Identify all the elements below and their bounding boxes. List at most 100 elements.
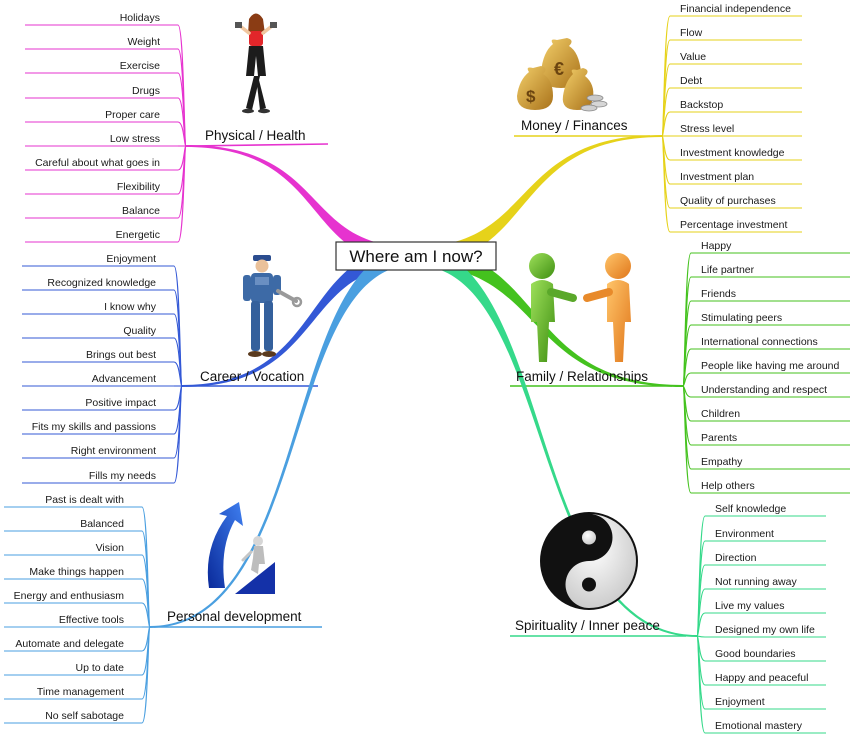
leaf-label[interactable]: Parents: [701, 432, 737, 444]
leaf-item[interactable]: Self knowledge: [696, 503, 826, 637]
leaf-item[interactable]: Positive impact: [22, 385, 183, 411]
leaf-label[interactable]: Proper care: [105, 109, 160, 121]
leaf-item[interactable]: Not running away: [696, 576, 826, 637]
leaf-label[interactable]: Right environment: [71, 445, 156, 457]
leaf-item[interactable]: Financial independence: [661, 3, 802, 137]
leaf-item[interactable]: Emotional mastery: [696, 635, 826, 734]
leaf-item[interactable]: Investment knowledge: [661, 135, 802, 161]
branch-label-spiritual[interactable]: Spirituality / Inner peace: [515, 618, 660, 633]
leaf-item[interactable]: Exercise: [25, 60, 187, 147]
leaf-item[interactable]: Low stress: [25, 133, 186, 147]
leaf-label[interactable]: Exercise: [120, 60, 160, 72]
leaf-label[interactable]: People like having me around: [701, 360, 840, 372]
leaf-label[interactable]: Children: [701, 408, 740, 420]
leaf-item[interactable]: Make things happen: [4, 566, 151, 628]
leaf-item[interactable]: Brings out best: [22, 349, 183, 387]
central-topic-box[interactable]: [335, 241, 497, 271]
leaf-item[interactable]: Energy and enthusiasm: [4, 590, 151, 628]
leaf-item[interactable]: Fits my skills and passions: [22, 385, 183, 435]
leaf-item[interactable]: Life partner: [682, 264, 850, 387]
leaf-label[interactable]: Energy and enthusiasm: [14, 590, 125, 602]
leaf-label[interactable]: Fits my skills and passions: [32, 421, 156, 433]
leaf-label[interactable]: Up to date: [76, 662, 125, 674]
leaf-label[interactable]: Flow: [680, 27, 703, 39]
leaf-label[interactable]: Automate and delegate: [15, 638, 124, 650]
branch-label-career[interactable]: Career / Vocation: [200, 369, 304, 384]
leaf-label[interactable]: Designed my own life: [715, 624, 815, 636]
leaf-item[interactable]: Energetic: [25, 145, 187, 243]
leaf-label[interactable]: I know why: [104, 301, 157, 313]
leaf-item[interactable]: Holidays: [25, 12, 187, 147]
leaf-item[interactable]: Proper care: [25, 109, 187, 147]
leaf-item[interactable]: Debt: [661, 75, 802, 137]
leaf-item[interactable]: No self sabotage: [4, 626, 151, 724]
leaf-label[interactable]: Enjoyment: [715, 696, 765, 708]
leaf-label[interactable]: Financial independence: [680, 3, 791, 15]
leaf-label[interactable]: Low stress: [110, 133, 160, 145]
leaf-label[interactable]: Balanced: [80, 518, 124, 530]
leaf-label[interactable]: Investment knowledge: [680, 147, 785, 159]
leaf-item[interactable]: Enjoyment: [22, 253, 183, 387]
leaf-label[interactable]: Live my values: [715, 600, 784, 612]
leaf-label[interactable]: Percentage investment: [680, 219, 787, 231]
leaf-item[interactable]: Weight: [25, 36, 187, 147]
leaf-label[interactable]: Not running away: [715, 576, 797, 588]
leaf-label[interactable]: Recognized knowledge: [47, 277, 156, 289]
leaf-label[interactable]: Fills my needs: [89, 470, 156, 482]
central-topic[interactable]: Where am I now?: [335, 241, 497, 271]
leaf-label[interactable]: Energetic: [116, 229, 160, 241]
leaf-label[interactable]: Life partner: [701, 264, 755, 276]
leaf-item[interactable]: Backstop: [661, 99, 802, 137]
leaf-label[interactable]: Emotional mastery: [715, 720, 803, 732]
branch-label-physical[interactable]: Physical / Health: [205, 128, 306, 143]
leaf-label[interactable]: Holidays: [120, 12, 160, 24]
leaf-item[interactable]: Environment: [696, 528, 826, 637]
leaf-label[interactable]: Direction: [715, 552, 757, 564]
leaf-label[interactable]: Flexibility: [117, 181, 161, 193]
leaf-label[interactable]: Debt: [680, 75, 702, 87]
branch-label-personal[interactable]: Personal development: [167, 609, 302, 624]
leaf-item[interactable]: Understanding and respect: [682, 384, 850, 398]
leaf-label[interactable]: Quality of purchases: [680, 195, 776, 207]
leaf-label[interactable]: Happy and peaceful: [715, 672, 808, 684]
leaf-label[interactable]: Good boundaries: [715, 648, 796, 660]
leaf-item[interactable]: Stress level: [662, 123, 802, 137]
leaf-label[interactable]: Weight: [128, 36, 161, 48]
leaf-label[interactable]: Stress level: [680, 123, 734, 135]
leaf-label[interactable]: Drugs: [132, 85, 160, 97]
leaf-label[interactable]: Positive impact: [85, 397, 156, 409]
branch-label-money[interactable]: Money / Finances: [521, 118, 628, 133]
leaf-label[interactable]: Past is dealt with: [45, 494, 124, 506]
leaf-item[interactable]: Fills my needs: [22, 385, 183, 484]
leaf-item[interactable]: Live my values: [696, 600, 826, 637]
leaf-label[interactable]: Understanding and respect: [701, 384, 827, 396]
leaf-label[interactable]: No self sabotage: [45, 710, 124, 722]
leaf-item[interactable]: Effective tools: [4, 614, 150, 628]
leaf-item[interactable]: People like having me around: [682, 360, 850, 387]
leaf-label[interactable]: Enjoyment: [106, 253, 156, 265]
leaf-item[interactable]: Investment plan: [661, 135, 802, 185]
leaf-item[interactable]: Advancement: [22, 373, 182, 387]
leaf-label[interactable]: Happy: [701, 240, 732, 252]
leaf-label[interactable]: Stimulating peers: [701, 312, 782, 324]
branch-label-family[interactable]: Family / Relationships: [516, 369, 648, 384]
leaf-item[interactable]: Children: [682, 385, 850, 422]
leaf-label[interactable]: Friends: [701, 288, 736, 300]
leaf-label[interactable]: Balance: [122, 205, 160, 217]
leaf-item[interactable]: Good boundaries: [696, 635, 826, 662]
leaf-item[interactable]: Careful about what goes in: [25, 145, 187, 171]
central-topic-label[interactable]: Where am I now?: [349, 247, 482, 266]
leaf-label[interactable]: Careful about what goes in: [35, 157, 160, 169]
leaf-item[interactable]: Recognized knowledge: [22, 277, 183, 387]
leaf-label[interactable]: Make things happen: [29, 566, 124, 578]
leaf-label[interactable]: Brings out best: [86, 349, 156, 361]
leaf-label[interactable]: Investment plan: [680, 171, 754, 183]
leaf-item[interactable]: Quality: [22, 325, 183, 387]
leaf-item[interactable]: Designed my own life: [696, 624, 826, 638]
leaf-label[interactable]: Vision: [96, 542, 125, 554]
leaf-label[interactable]: Time management: [37, 686, 124, 698]
leaf-label[interactable]: International connections: [701, 336, 818, 348]
leaf-item[interactable]: Automate and delegate: [4, 626, 151, 652]
leaf-label[interactable]: Quality: [123, 325, 156, 337]
leaf-item[interactable]: Percentage investment: [661, 135, 802, 233]
